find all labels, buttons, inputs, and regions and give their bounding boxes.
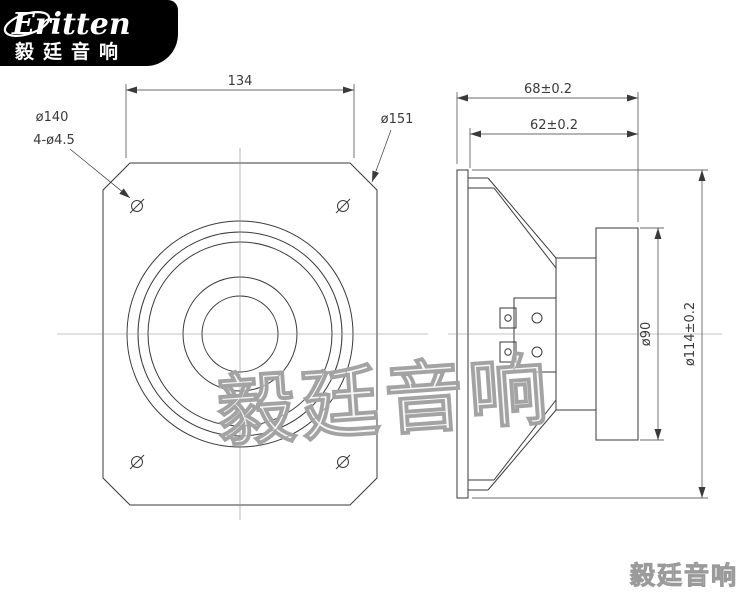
watermarks: 毅廷音响 毅廷音响 — [214, 345, 738, 591]
watermark-small: 毅廷音响 — [629, 561, 738, 590]
label-outer-diameter: ø151 — [381, 112, 414, 127]
dim-label-magnet-diameter: ø90 — [639, 322, 654, 347]
leader-outer-diameter — [371, 129, 392, 183]
brand-name: Eritten — [11, 7, 131, 42]
dim-label-frame-depth: 62±0.2 — [530, 118, 578, 133]
lug-hole — [504, 314, 512, 322]
mount-hole — [337, 200, 349, 212]
hole-tick — [129, 198, 145, 214]
mount-hole — [131, 200, 143, 212]
dim-label-total-depth: 68±0.2 — [524, 82, 572, 97]
dim-magnet-diameter — [640, 227, 664, 441]
hole-tick — [335, 198, 351, 214]
leader-bolt-circle — [69, 148, 131, 199]
brand-logo: Eritten 毅廷音响 — [0, 0, 178, 66]
dimension-lines — [69, 84, 708, 499]
label-mount-holes: 4-ø4.5 — [33, 133, 75, 148]
frame-outline — [102, 162, 378, 506]
terminal-housing — [513, 297, 557, 373]
label-bolt-circle: ø140 — [36, 110, 69, 125]
mount-hole — [131, 456, 143, 468]
dimension-labels: 134 ø140 4-ø4.5 ø151 68±0.2 62±0.2 ø90 ø… — [33, 74, 698, 366]
dim-total-depth — [456, 92, 639, 222]
dim-overall-diameter — [472, 169, 708, 499]
lug-hole — [504, 348, 512, 356]
hole-tick — [129, 454, 145, 470]
terminal-rivet — [531, 346, 543, 358]
brand-logo-art: Eritten 毅廷音响 — [3, 7, 131, 63]
terminal-lug — [499, 307, 517, 329]
mounting-holes — [129, 198, 351, 470]
hole-tick — [335, 454, 351, 470]
brand-chinese: 毅廷音响 — [14, 40, 127, 63]
side-view — [456, 169, 639, 499]
terminal-lug — [499, 341, 517, 363]
dim-label-front-width: 134 — [228, 74, 253, 89]
terminal-block — [499, 297, 557, 373]
logo-swoosh-icon — [3, 11, 51, 37]
mounting-flange — [456, 169, 469, 499]
dim-frame-depth — [469, 128, 638, 168]
dim-label-overall-diameter: ø114±0.2 — [683, 302, 698, 366]
mount-hole — [337, 456, 349, 468]
terminal-rivet — [531, 312, 543, 324]
front-centerlines — [57, 148, 428, 520]
dim-front-width — [125, 84, 355, 158]
